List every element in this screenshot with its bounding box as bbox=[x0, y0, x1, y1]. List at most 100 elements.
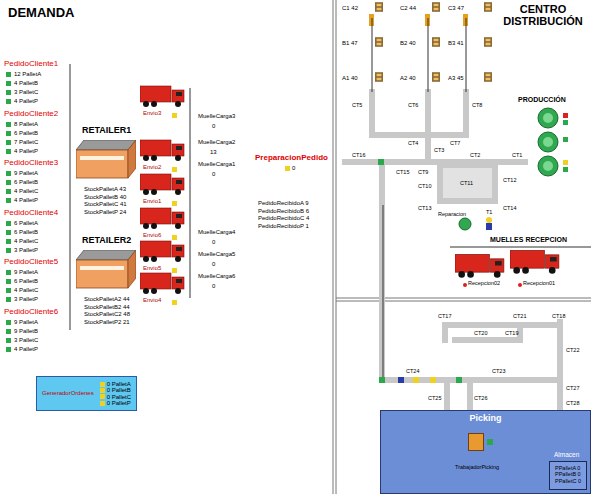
conveyor-label: CT4 bbox=[408, 141, 418, 147]
retailer-name: RETAILER1 bbox=[82, 126, 131, 135]
order-title: PedidoCliente6 bbox=[4, 308, 58, 316]
generator-name: GeneradorOrdenes bbox=[42, 390, 94, 396]
status-square bbox=[487, 439, 493, 445]
conveyor-label: CT14 bbox=[503, 206, 516, 212]
label: MuelleCarga4 bbox=[198, 229, 235, 235]
status-square bbox=[100, 401, 105, 406]
order-line: 4 PalletP bbox=[14, 148, 38, 154]
conveyor-label: CT5 bbox=[352, 103, 362, 109]
order-title: PedidoCliente3 bbox=[4, 159, 58, 167]
worker-icon bbox=[468, 433, 484, 451]
status-square bbox=[6, 329, 11, 334]
order-line: 3 PalletP bbox=[14, 247, 38, 253]
status-square bbox=[172, 235, 177, 240]
status-square bbox=[6, 239, 11, 244]
conveyor-label: CT12 bbox=[503, 178, 516, 184]
status-square bbox=[6, 171, 11, 176]
label: StockPalletC2 48 bbox=[84, 311, 130, 317]
conveyor-label: CT15 bbox=[396, 170, 409, 176]
order-line: 4 PalletP bbox=[14, 98, 38, 104]
worker-label: TrabajadorPicking bbox=[455, 465, 499, 471]
order-title: PedidoCliente1 bbox=[4, 60, 58, 68]
order-line: 3 PalletC bbox=[14, 337, 38, 343]
picking-area: PickingTrabajadorPickingAlmacenPPalletA … bbox=[380, 410, 591, 494]
conveyor-label: CT6 bbox=[408, 103, 418, 109]
label: A3 45 bbox=[448, 75, 464, 81]
conveyor-label: CT10 bbox=[418, 184, 431, 190]
label: B1 47 bbox=[342, 40, 358, 46]
conveyor-label: CT22 bbox=[566, 348, 579, 354]
conveyor-label: CT11 bbox=[460, 181, 473, 187]
conveyor-label: CT13 bbox=[418, 206, 431, 212]
conveyor-label: Recepcion01 bbox=[523, 281, 555, 287]
order-line: 6 PalletB bbox=[14, 130, 38, 136]
conveyor-label: CT2 bbox=[470, 153, 480, 159]
label: StockPalletA 43 bbox=[84, 186, 126, 192]
status-square bbox=[172, 300, 177, 305]
order-line: 9 PalletA bbox=[14, 319, 38, 325]
label: MuelleCarga5 bbox=[198, 251, 235, 257]
label: Envio1 bbox=[143, 198, 161, 204]
status-square bbox=[6, 81, 11, 86]
area-title: Picking bbox=[381, 414, 590, 423]
label: PedidoRecibidoC 4 bbox=[258, 215, 309, 221]
order-line: 4 PalletC bbox=[14, 238, 38, 244]
status-square bbox=[6, 189, 11, 194]
status-square bbox=[6, 288, 11, 293]
label: C2 44 bbox=[400, 5, 416, 11]
order-line: 12 PalletA bbox=[14, 71, 41, 77]
order-line: 9 PalletB bbox=[14, 328, 38, 334]
status-square bbox=[6, 131, 11, 136]
status-square bbox=[6, 221, 11, 226]
order-line: 7 PalletC bbox=[14, 139, 38, 145]
label: 0 bbox=[212, 123, 215, 129]
status-square bbox=[6, 198, 11, 203]
conveyor-label: CT26 bbox=[474, 396, 487, 402]
label: B2 40 bbox=[400, 40, 416, 46]
generator-line: 0 PalletP bbox=[107, 400, 131, 406]
generator-line: 0 PalletC bbox=[107, 394, 131, 400]
label: B3 41 bbox=[448, 40, 464, 46]
status-square bbox=[172, 268, 177, 273]
section-title: DEMANDA bbox=[8, 6, 74, 20]
label: StockPalletC 41 bbox=[84, 201, 127, 207]
label: 0 bbox=[212, 171, 215, 177]
label: StockPalletA2 44 bbox=[84, 296, 130, 302]
area-title: PRODUCCIÓN bbox=[518, 96, 566, 103]
conveyor-label: CT28 bbox=[566, 401, 579, 407]
conveyor-label: T1 bbox=[486, 210, 492, 216]
label: StockPalletB 40 bbox=[84, 194, 126, 200]
status-square bbox=[6, 270, 11, 275]
order-line: 4 PalletP bbox=[14, 197, 38, 203]
label: MuelleCarga6 bbox=[198, 273, 235, 279]
status-square bbox=[6, 140, 11, 145]
order-line: 4 PalletP bbox=[14, 346, 38, 352]
order-line: 3 PalletP bbox=[14, 296, 38, 302]
order-title: PedidoCliente4 bbox=[4, 209, 58, 217]
label: 13 bbox=[210, 149, 217, 155]
label: 0 bbox=[292, 165, 295, 171]
order-line: 6 PalletB bbox=[14, 179, 38, 185]
status-square bbox=[6, 149, 11, 154]
section-title: CENTRO DISTRIBUCIÓN bbox=[498, 4, 588, 27]
order-line: 3 PalletC bbox=[14, 89, 38, 95]
area-title: MUELLES RECEPCION bbox=[490, 236, 567, 243]
status-square bbox=[172, 201, 177, 206]
label: PedidoRecibidoB 6 bbox=[258, 208, 309, 214]
status-square bbox=[6, 320, 11, 325]
status-square bbox=[6, 72, 11, 77]
order-line: 4 PalletC bbox=[14, 188, 38, 194]
conveyor-label: CT27 bbox=[566, 386, 579, 392]
status-square bbox=[172, 113, 177, 118]
conveyor-label: Reparacion bbox=[438, 212, 466, 218]
conveyor-label: CT20 bbox=[474, 331, 487, 337]
generator-line: 0 PalletB bbox=[107, 387, 131, 393]
status-square bbox=[6, 230, 11, 235]
status-square bbox=[100, 394, 105, 399]
status-square bbox=[6, 338, 11, 343]
status-square bbox=[6, 279, 11, 284]
table-row: PPalletA 0 bbox=[555, 466, 581, 472]
status-square bbox=[6, 99, 11, 104]
conveyor-label: CT25 bbox=[428, 396, 441, 402]
status-square bbox=[6, 180, 11, 185]
